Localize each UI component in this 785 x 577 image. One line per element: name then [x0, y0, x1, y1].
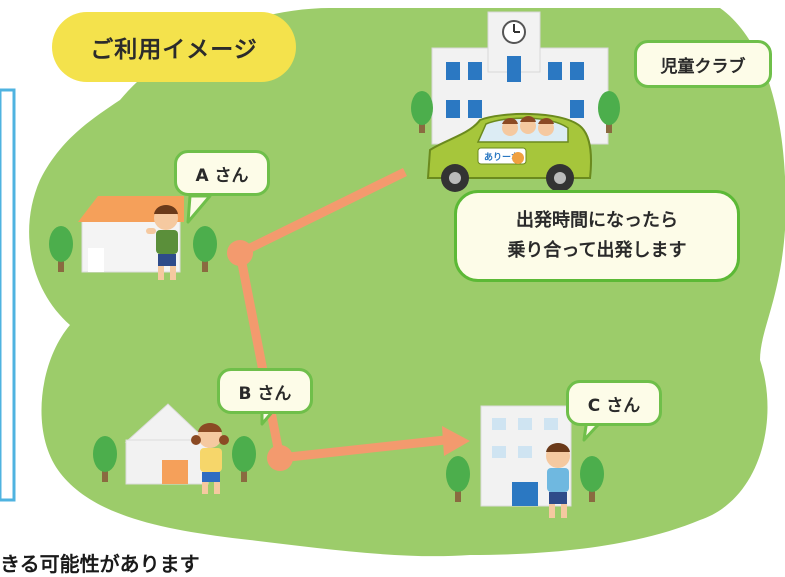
tree-house-a-left: [49, 226, 73, 272]
departure-note-line-1: 出発時間になったら: [516, 210, 678, 231]
tree-school-right: [598, 91, 620, 133]
tree-house-a-right: [193, 226, 217, 272]
route-waypoint-b: [267, 445, 293, 471]
route-waypoint-a: [227, 240, 253, 266]
cropped-caption-text: きる可能性があります: [0, 552, 200, 576]
tree-apartment-c-left: [446, 456, 470, 502]
child-c: [546, 443, 570, 518]
club-label: 児童クラブ: [634, 40, 772, 88]
bubble-person-a: A さん: [174, 150, 270, 196]
bubble-person-b: B さん: [217, 368, 313, 414]
tree-school-left: [411, 91, 433, 133]
route-arrowhead: [442, 426, 470, 456]
house-b: [124, 403, 210, 485]
car-sign-text: ありーな: [484, 152, 520, 163]
page-title-badge: ご利用イメージ: [52, 12, 296, 82]
left-panel-edge: [0, 88, 16, 502]
departure-note-line-2: 乗り合って出発します: [507, 240, 687, 261]
child-b: [191, 423, 229, 494]
child-a: [146, 205, 178, 280]
tree-house-b-right: [232, 436, 256, 482]
tree-house-b-left: [93, 436, 117, 482]
departure-note: 出発時間になったら 乗り合って出発します: [454, 190, 740, 282]
tree-apartment-c-right: [580, 456, 604, 502]
route-line: [235, 167, 446, 463]
shared-car: ありーな: [426, 112, 592, 192]
bubble-person-c: C さん: [566, 380, 662, 426]
bubble-a-tail: [186, 194, 212, 224]
